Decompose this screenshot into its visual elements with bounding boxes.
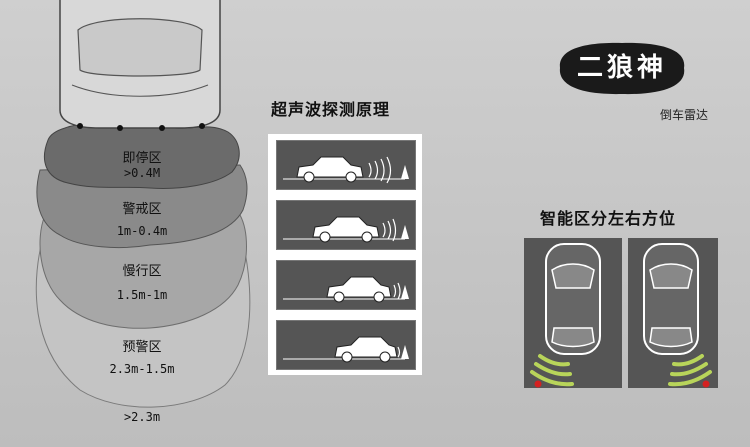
sensor-dot	[199, 123, 205, 129]
zone-warn-range: 1m-0.4m	[116, 224, 168, 238]
brand-name: 二狼神	[576, 53, 667, 83]
ultrasonic-panel-3	[276, 260, 416, 310]
sensor-dot	[159, 125, 165, 131]
logo-brush-bg	[559, 42, 685, 95]
zone-slow-range: 1.5m-1m	[116, 288, 168, 302]
car-topview-left	[530, 243, 601, 388]
car-rear-window	[77, 18, 203, 77]
ultrasonic-title: 超声波探测原理	[271, 100, 391, 119]
zone-alert-range: 2.3m-1.5m	[109, 362, 175, 376]
car-wave-illustration	[283, 156, 409, 184]
car-wave-illustration	[283, 216, 409, 243]
car-wave-illustration	[283, 276, 409, 303]
smart-panel-left	[524, 238, 622, 388]
sensor-dot	[77, 123, 83, 129]
car-zone-diagram	[35, 0, 251, 408]
zone-stop-range: >0.4M	[123, 166, 161, 180]
zone-stop-label: 即停区	[122, 151, 162, 166]
zone-outside-range: >2.3m	[123, 410, 161, 424]
ultrasonic-panel-1	[276, 140, 416, 190]
zone-slow-label: 慢行区	[122, 264, 162, 279]
zone-warn-label: 警戒区	[122, 202, 162, 217]
zone-alert-label: 预警区	[122, 340, 162, 355]
smart-title: 智能区分左右方位	[540, 209, 677, 228]
car-trunk-line	[71, 84, 209, 97]
brand-logo: 二狼神	[552, 38, 692, 98]
brand-subtitle: 倒车雷达	[660, 108, 709, 122]
car-topview-right	[643, 243, 712, 388]
smart-panel-right	[628, 238, 718, 388]
ultrasonic-panel-4	[276, 320, 416, 370]
car-wave-illustration	[283, 336, 409, 363]
ultrasonic-panel-2	[276, 200, 416, 250]
sensor-dot	[117, 125, 123, 131]
